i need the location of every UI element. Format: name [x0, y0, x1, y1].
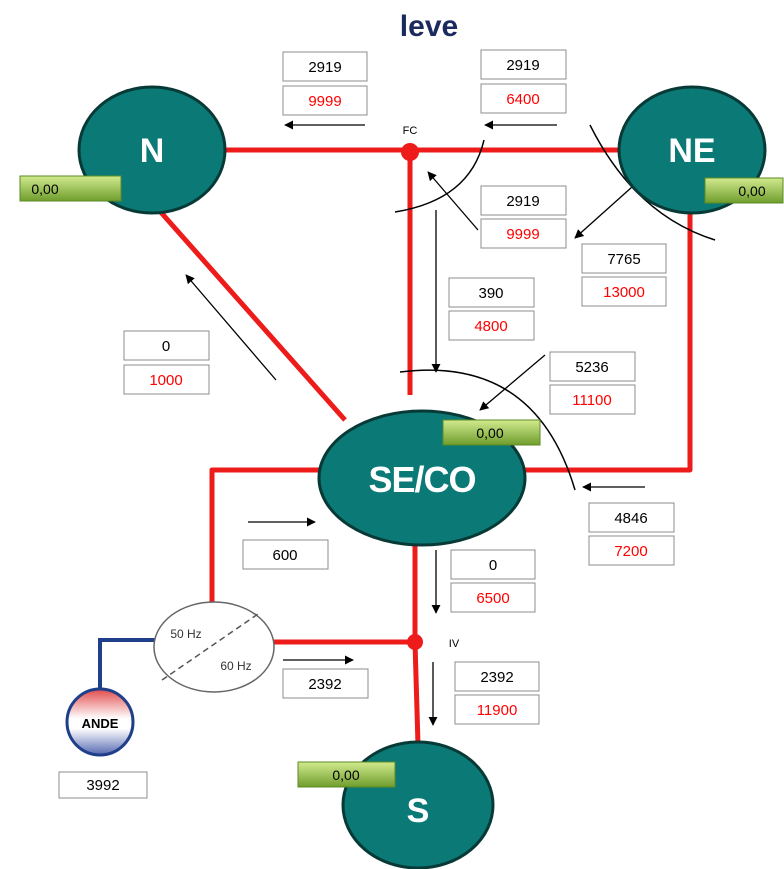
arrow-seco-to-fc	[427, 171, 479, 231]
flow-value: 2392	[480, 669, 513, 686]
limit-value: 11100	[572, 392, 612, 409]
badge-n-value: 0,00	[31, 181, 58, 197]
arc-fc	[394, 139, 485, 213]
junction-fc-label: FC	[403, 125, 418, 137]
flow-value: 0	[162, 338, 170, 355]
converter-60hz-label: 60 Hz	[220, 659, 251, 673]
arrow-into-seco	[479, 354, 546, 411]
limit-value: 6500	[476, 590, 509, 607]
line-n-seco	[148, 198, 347, 422]
line-ande-converter	[98, 638, 157, 690]
limit-value: 6400	[506, 91, 539, 108]
junction-fc-dot	[401, 143, 419, 161]
line-iv-s	[412, 641, 421, 746]
badge-ne-value: 0,00	[738, 183, 765, 199]
arrow-seco-to-n	[185, 274, 277, 381]
junction-iv-label: IV	[449, 638, 460, 650]
badge-seco-value: 0,00	[476, 425, 503, 441]
transmission-lines	[148, 147, 693, 746]
ande-value-box: 3992	[58, 771, 148, 799]
node-seco-label: SE/CO	[368, 459, 475, 500]
line-ne-seco	[525, 185, 693, 473]
line-seco-converter	[209, 467, 320, 605]
value-boxes: 2919 9999 2919 6400 2919 9999 7765 13000…	[123, 49, 675, 725]
ande-node: ANDE	[65, 687, 135, 757]
flow-box-conv-to-seco: 600	[242, 539, 329, 570]
arrow-ne-to-seco-diag	[574, 186, 633, 239]
flow-value: 2392	[308, 676, 341, 693]
flow-value: 7765	[607, 251, 640, 268]
badge-n: 0,00	[19, 175, 122, 202]
flow-value: 390	[478, 285, 503, 302]
badge-s: 0,00	[297, 761, 396, 788]
flow-box-seco-to-fc: 2919 9999	[480, 185, 567, 249]
frequency-converter: 50 Hz 60 Hz	[153, 601, 275, 693]
flow-value: 2919	[506, 57, 539, 74]
badge-ne: 0,00	[704, 177, 784, 204]
converter-50hz-label: 50 Hz	[170, 627, 201, 641]
node-n-label: N	[140, 132, 165, 170]
flow-box-fc-to-n: 2919 9999	[282, 51, 368, 116]
flow-value: 0	[489, 557, 497, 574]
limit-value: 9999	[506, 226, 539, 243]
flow-value: 2919	[506, 193, 539, 210]
flow-box-conv-to-iv: 2392	[282, 668, 369, 699]
node-s: S	[341, 740, 495, 869]
flow-box-ne-to-fc: 2919 6400	[480, 49, 567, 114]
limit-value: 11900	[477, 702, 518, 719]
flow-box-ne-to-seco-diag: 7765 13000	[581, 243, 667, 307]
flow-value: 600	[272, 547, 297, 564]
flow-value: 4846	[614, 510, 647, 527]
limit-value: 9999	[308, 93, 341, 110]
limit-value: 1000	[149, 372, 182, 389]
node-ne-label: NE	[668, 132, 715, 170]
flow-value: 5236	[575, 359, 608, 376]
flow-box-seco-to-n: 0 1000	[123, 330, 210, 395]
ande-value: 3992	[86, 777, 119, 794]
junction-iv-dot	[407, 634, 423, 650]
limit-value: 4800	[474, 318, 507, 335]
flow-box-seco-to-iv: 0 6500	[450, 549, 536, 613]
page-title: leve	[400, 10, 458, 43]
limit-value: 7200	[614, 543, 647, 560]
flow-arrows	[185, 120, 645, 726]
badge-s-value: 0,00	[332, 767, 359, 783]
flow-box-iv-to-s: 2392 11900	[454, 661, 540, 725]
node-s-label: S	[407, 792, 430, 830]
limit-value: 13000	[603, 284, 645, 301]
ande-label: ANDE	[82, 716, 119, 731]
flow-box-ne-to-seco: 4846 7200	[588, 502, 675, 566]
flow-box-fc-to-seco: 390 4800	[448, 277, 535, 341]
flow-value: 2919	[308, 59, 341, 76]
flow-box-into-seco: 5236 11100	[549, 351, 636, 415]
badge-seco: 0,00	[442, 419, 541, 446]
